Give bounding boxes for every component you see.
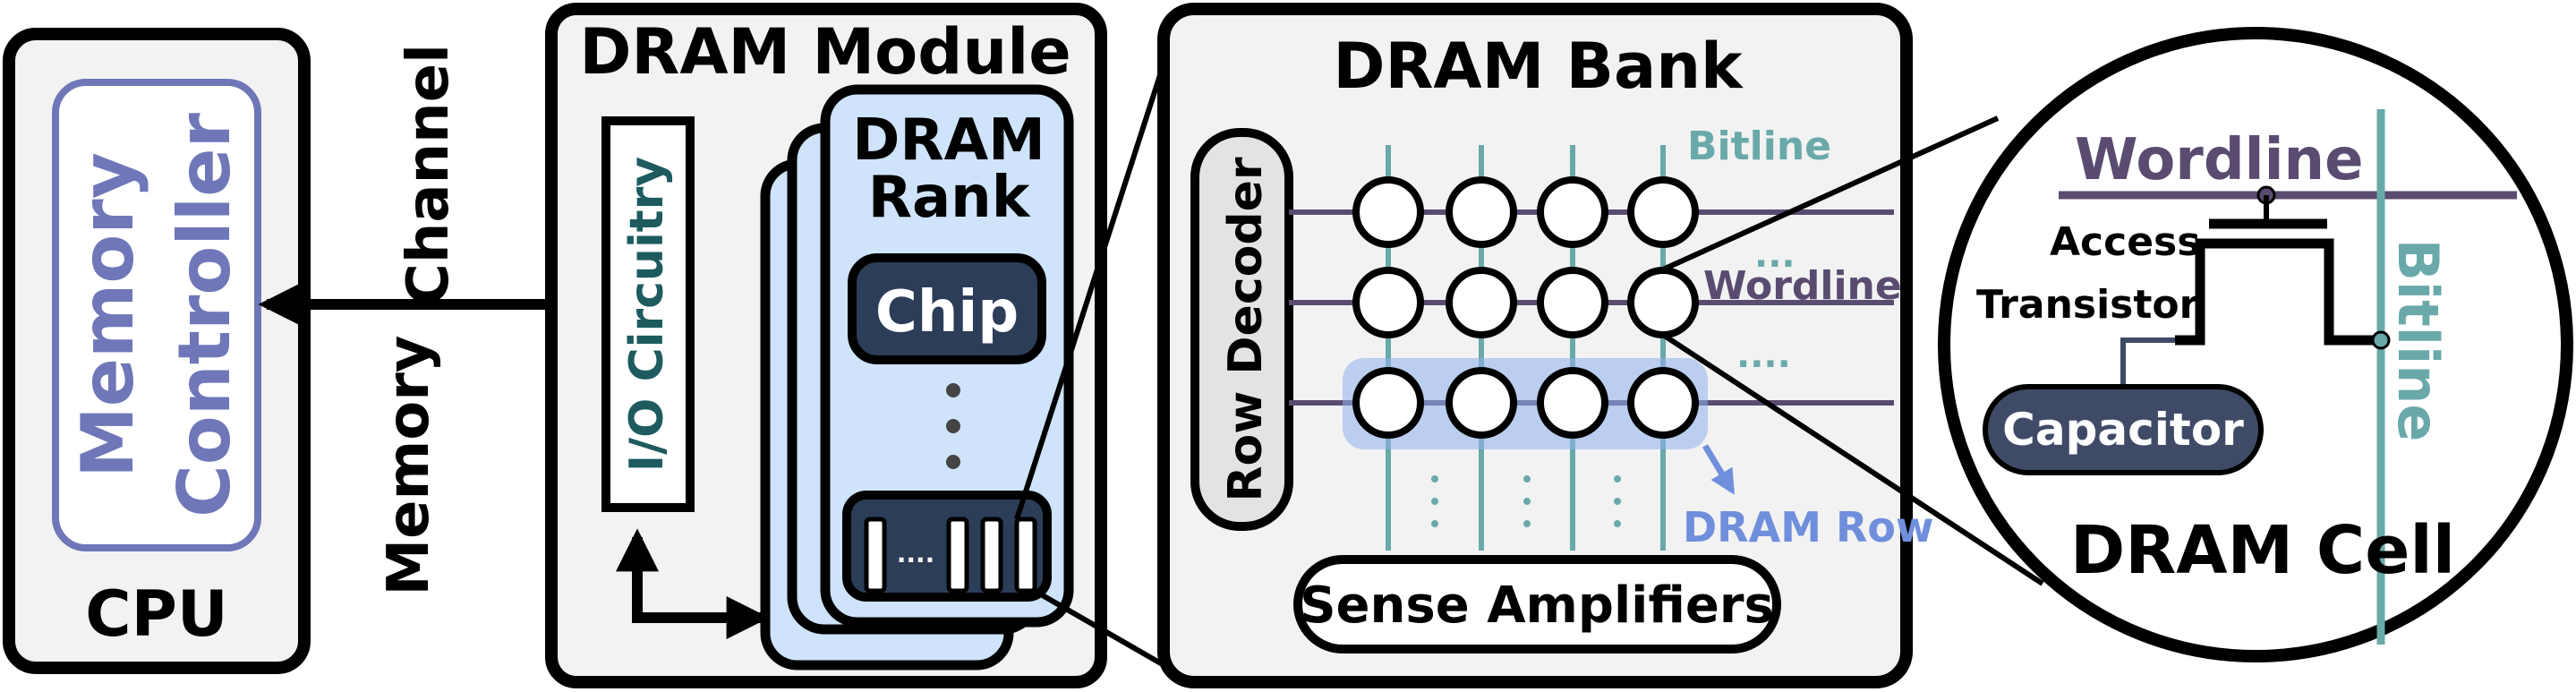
chip-label: Chip [875,279,1019,346]
dram-bank-title: DRAM Bank [1333,30,1744,103]
memory-controller-box [52,79,261,551]
cell-wordline-label: Wordline [2075,127,2364,193]
zoom-line-bank-top [1014,19,1181,520]
chip-bank-1 [864,517,887,594]
cpu-block: Memory Controller CPU [3,28,311,674]
memory-channel-label-2: Channel [396,44,462,305]
dram-module-title: DRAM Module [579,15,1070,89]
chip-dot-1 [946,383,960,397]
capacitor-lead [2120,337,2175,387]
dram-cell-block: Wordline Bitline Access Transistor Capac… [1938,27,2573,662]
io-to-rank-arrow [616,528,770,639]
cell-bitline-label: Bitline [2385,239,2451,442]
bank-ellipsis-mid: .... [1736,335,1791,376]
rank-label-2: Rank [868,165,1031,231]
io-circuitry-label: I/O Circuitry [620,157,674,472]
cpu-label: CPU [85,577,228,651]
bank-cells [1352,176,1699,439]
dram-bank-block: DRAM Bank Row Decoder Bitline Wordline .… [1157,3,1934,688]
access-transistor-label-2: Transistor [1976,282,2199,328]
chip-bank-3 [980,517,1003,594]
chip-box [848,253,1046,364]
cell-bitline-junction [2371,330,2391,350]
capacitor-label: Capacitor [2002,404,2244,456]
zoom-line-bank-bottom [1033,588,1180,676]
bank-bitline-label: Bitline [1687,124,1831,169]
zoom-line-cell-top [1661,115,2000,272]
memory-channel: Memory Channel [258,44,610,596]
memory-controller-label-2: Controller [163,113,246,517]
access-transistor-label-1: Access [2050,219,2200,265]
bank-wordline-label: Wordline [1703,263,1902,309]
chip-bank-4 [1014,517,1037,594]
chip-bank-ellipsis: .... [897,539,935,568]
sense-amplifiers-label: Sense Amplifiers [1300,577,1774,635]
zoom-line-cell-bottom [1661,332,2044,586]
io-circuitry-box [601,116,695,512]
dram-row-arrow [1702,444,1736,495]
dram-module-block: DRAM Module I/O Circuitry DRAM Rank Chip… [545,3,1107,688]
capacitor-box [1983,384,2264,475]
chip-dot-3 [946,455,960,469]
dram-row-label: DRAM Row [1683,503,1934,551]
bank-ellipsis-top: ... [1754,235,1796,276]
row-decoder-box [1190,128,1293,531]
chip-dot-2 [946,419,960,433]
row-decoder-label: Row Decoder [1219,157,1273,501]
sense-amplifiers-box [1293,555,1781,654]
rank-label-1: DRAM [852,107,1045,174]
memory-channel-label-1: Memory [376,335,442,595]
chip-bank-2 [946,517,969,594]
bank-vertical-dots [1431,475,1621,527]
dram-cell-title: DRAM Cell [2070,512,2455,589]
access-transistor-symbol [2175,218,2376,346]
dram-row-highlight [1343,358,1708,449]
memory-controller-label-1: Memory [66,152,149,478]
